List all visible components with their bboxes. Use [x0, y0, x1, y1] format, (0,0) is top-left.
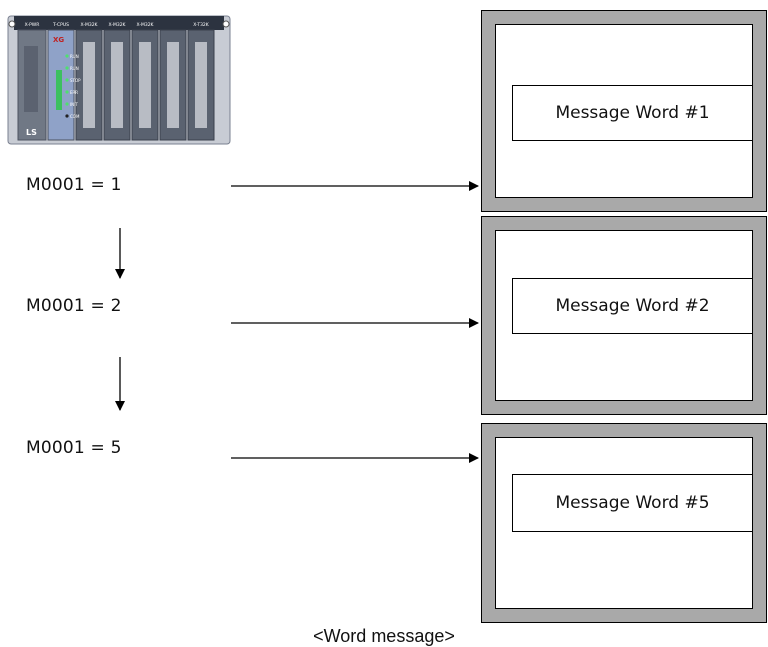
message-word-2: Message Word #2: [512, 278, 753, 334]
plc-logo: LS: [26, 128, 37, 137]
message-word-1: Message Word #1: [512, 85, 753, 141]
plc-status-label: STOP: [70, 78, 81, 83]
condition-label-2: M0001 = 2: [26, 296, 122, 316]
plc-brand-label: XG: [53, 36, 65, 44]
condition-label-3: M0001 = 5: [26, 438, 122, 458]
plc-status-led: [65, 114, 69, 118]
display-frame-3: Message Word #5: [481, 423, 767, 623]
display-frame-1: Message Word #1: [481, 10, 767, 212]
display-frame-2: Message Word #2: [481, 216, 767, 415]
plc-rack-illustration: X-PWR T-CPUS X-M32K X-M32K X-M32K X-T32K RUN RU…: [6, 10, 234, 151]
plc-status-label: ERR: [70, 90, 78, 95]
figure-caption: <Word message>: [313, 626, 455, 646]
plc-module-label: T-CPUS: [52, 22, 69, 28]
plc-status-led: [65, 66, 69, 70]
plc-status-led: [65, 78, 69, 82]
plc-status-label: RUN: [70, 54, 79, 59]
plc-module-label: X-M32K: [136, 22, 154, 28]
plc-image: X-PWR T-CPUS X-M32K X-M32K X-M32K X-T32K RUN RU…: [6, 10, 234, 151]
plc-module-label: X-T32K: [193, 22, 210, 28]
plc-status-label: INIT: [70, 102, 78, 107]
plc-status-label: RUN: [70, 66, 79, 71]
plc-module-label: X-M32K: [108, 22, 126, 28]
message-word-5: Message Word #5: [512, 474, 753, 532]
plc-status-label: COM: [70, 114, 80, 119]
plc-module-label: X-PWR: [25, 22, 40, 28]
plc-module-label: X-M32K: [80, 22, 98, 28]
plc-status-led: [65, 90, 69, 94]
condition-label-1: M0001 = 1: [26, 175, 122, 195]
plc-status-led: [65, 102, 69, 106]
plc-status-led: [65, 54, 69, 58]
